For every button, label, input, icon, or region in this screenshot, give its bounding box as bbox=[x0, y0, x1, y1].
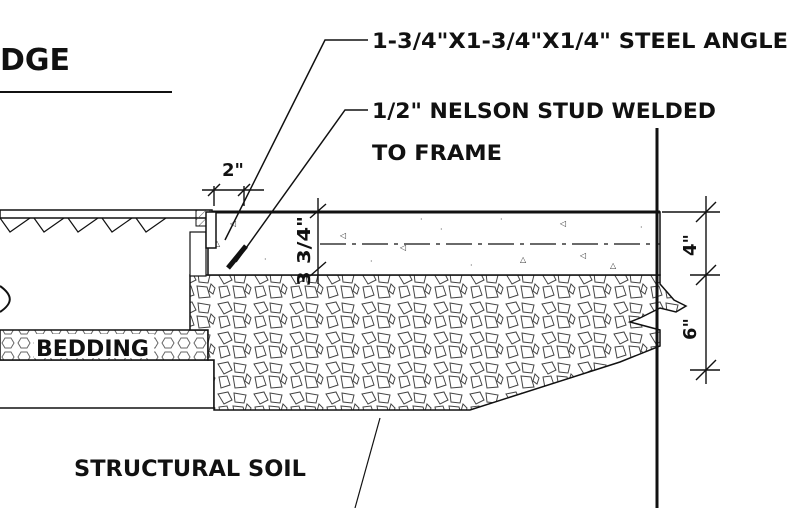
svg-text:·: · bbox=[440, 225, 443, 234]
dimension-3-3-4-label: 3 3/4" bbox=[294, 216, 315, 286]
dimension-right bbox=[662, 196, 720, 384]
steel-angle bbox=[205, 211, 217, 249]
gravel-base bbox=[189, 274, 688, 411]
svg-text:·: · bbox=[370, 257, 373, 266]
dimension-4in-label: 4" bbox=[680, 234, 701, 256]
nelson-stud-label-line1: 1/2" NELSON STUD WELDED bbox=[372, 99, 716, 123]
svg-text:△: △ bbox=[214, 239, 221, 248]
svg-text:◁: ◁ bbox=[339, 231, 346, 240]
dimension-6in-label: 6" bbox=[680, 318, 701, 340]
steel-angle-leader bbox=[224, 39, 368, 241]
nelson-stud bbox=[226, 244, 248, 270]
svg-text:◁: ◁ bbox=[399, 243, 406, 252]
grate-frame bbox=[0, 209, 213, 277]
structural-soil-base bbox=[0, 359, 215, 409]
break-curve bbox=[0, 285, 11, 313]
svg-text:△: △ bbox=[610, 261, 617, 270]
dimension-3-3-4 bbox=[309, 198, 327, 284]
svg-text:◁: ◁ bbox=[579, 251, 586, 260]
svg-text:·: · bbox=[264, 255, 267, 264]
nelson-stud-label-line2: TO FRAME bbox=[372, 141, 502, 165]
svg-text:·: · bbox=[640, 223, 643, 232]
structural-soil-label: STRUCTURAL SOIL bbox=[74, 457, 306, 482]
dimension-2in-label: 2" bbox=[222, 160, 244, 181]
svg-text:·: · bbox=[500, 215, 503, 224]
nelson-stud-leader bbox=[235, 109, 368, 263]
svg-text:△: △ bbox=[520, 255, 527, 264]
steel-angle-label: 1-3/4"X1-3/4"X1/4" STEEL ANGLE bbox=[372, 29, 788, 53]
structural-soil-leader bbox=[354, 417, 381, 508]
title-fragment: DGE bbox=[0, 43, 70, 78]
bedding-label: BEDDING bbox=[36, 337, 149, 362]
dimension-2in bbox=[202, 183, 264, 206]
svg-text:·: · bbox=[420, 215, 423, 224]
svg-text:◁: ◁ bbox=[559, 219, 566, 228]
svg-text:·: · bbox=[470, 261, 473, 270]
